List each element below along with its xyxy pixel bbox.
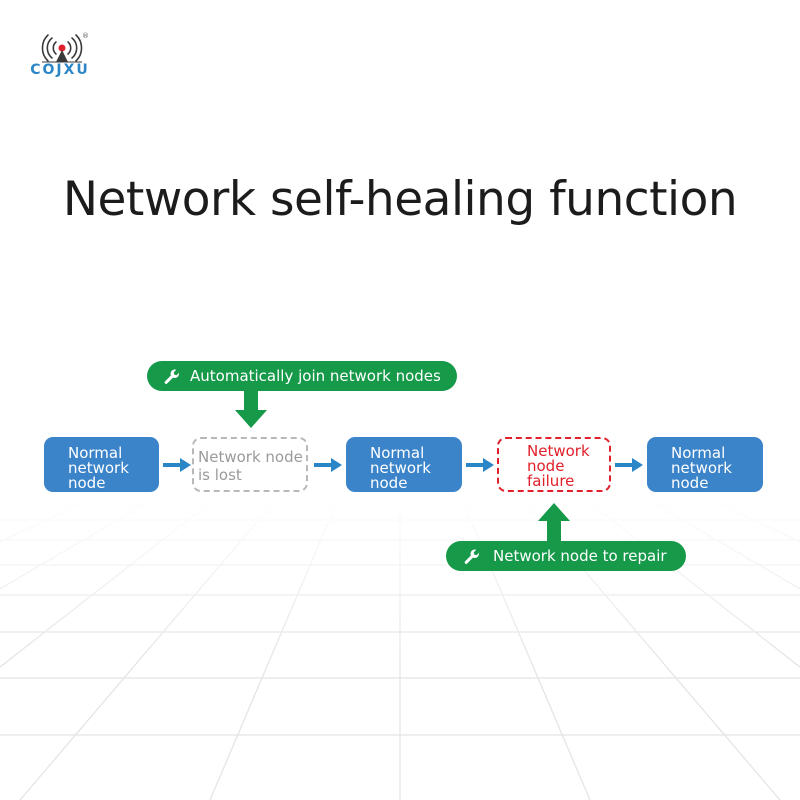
node-label-line: Normal: [370, 444, 425, 462]
node-label-line: Normal: [671, 444, 726, 462]
flow-arrow-4: [615, 458, 643, 472]
node-label-line: node: [370, 474, 408, 492]
node-label-line: network: [671, 459, 732, 477]
node-label-line: network: [370, 459, 431, 477]
node-normal-3: Normal network node: [647, 437, 763, 492]
node-label-line: node: [527, 457, 565, 475]
node-label-line: Normal: [68, 444, 123, 462]
node-label-line: Network: [527, 442, 590, 460]
callout-repair: Network node to repair: [446, 541, 686, 571]
node-normal-2: Normal network node: [346, 437, 462, 492]
callout-auto-join: Automatically join network nodes: [147, 361, 457, 391]
node-normal-1: Normal network node: [44, 437, 159, 492]
wrench-icon: [464, 549, 480, 564]
node-lost: Network node is lost: [192, 437, 308, 492]
flow-arrow-2: [314, 458, 342, 472]
node-label-line: node: [68, 474, 106, 492]
node-label-line: is lost: [198, 466, 242, 484]
wireless-signal-icon: ®: [41, 32, 89, 63]
flow-arrow-3: [466, 458, 494, 472]
logo-text: COJXU: [30, 62, 90, 78]
node-label-line: failure: [527, 472, 575, 490]
flow-arrow-1: [163, 458, 191, 472]
page-title: Network self-healing function: [62, 172, 738, 227]
arrow-up-to-failure-node: [538, 503, 570, 543]
node-failure: Network node failure: [497, 437, 611, 492]
callout-repair-label: Network node to repair: [493, 547, 667, 565]
node-label-line: node: [671, 474, 709, 492]
wrench-icon: [164, 369, 180, 384]
node-label-line: Network node: [198, 448, 303, 466]
registered-mark: ®: [82, 32, 89, 40]
arrow-down-to-lost-node: [235, 390, 267, 428]
node-label-line: network: [68, 459, 129, 477]
callout-auto-join-label: Automatically join network nodes: [190, 367, 441, 385]
